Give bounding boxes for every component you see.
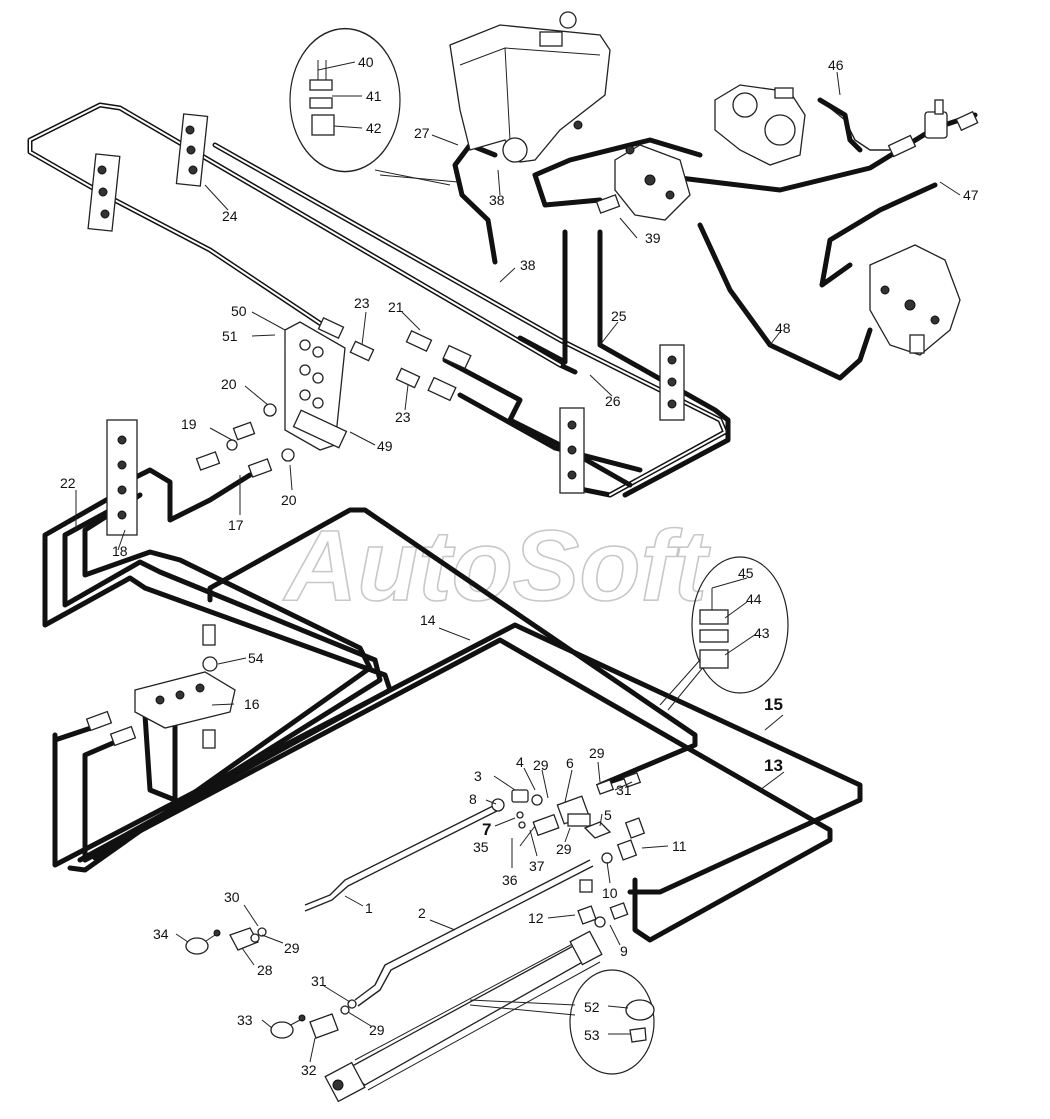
callout-17: 17 xyxy=(228,517,244,533)
callout-36: 36 xyxy=(502,872,518,888)
fittings-17-19-20-21-23 xyxy=(195,317,472,478)
hose-47 xyxy=(677,112,978,288)
clamp-right-2 xyxy=(559,407,585,494)
callout-31a: 31 xyxy=(616,782,632,798)
callout-32: 32 xyxy=(301,1062,317,1078)
callout-43: 43 xyxy=(754,625,770,641)
callout-37: 37 xyxy=(529,858,545,874)
callout-3: 3 xyxy=(474,768,482,784)
callout-49: 49 xyxy=(377,438,393,454)
callout-28: 28 xyxy=(257,962,273,978)
hydraulic-cylinder xyxy=(324,930,603,1103)
tube-1 xyxy=(304,804,498,912)
callout-47: 47 xyxy=(963,187,979,203)
callout-54: 54 xyxy=(248,650,264,666)
callout-53: 53 xyxy=(584,1027,600,1043)
callout-46: 46 xyxy=(828,57,844,73)
control-valve-39 xyxy=(595,144,691,221)
tube-2 xyxy=(354,859,594,1007)
callout-5: 5 xyxy=(604,807,612,823)
callout-44: 44 xyxy=(746,591,762,607)
callout-52: 52 xyxy=(584,999,600,1015)
callout-42: 42 xyxy=(366,120,382,136)
callout-24: 24 xyxy=(222,208,238,224)
inline-valve xyxy=(887,99,979,158)
callout-27: 27 xyxy=(414,125,430,141)
clamp-left xyxy=(106,419,138,536)
callout-26: 26 xyxy=(605,393,621,409)
callout-6: 6 xyxy=(566,755,574,771)
callout-29c: 29 xyxy=(556,841,572,857)
callout-14: 14 xyxy=(420,612,436,628)
callout-21: 21 xyxy=(388,299,404,315)
hydraulic-tank xyxy=(449,11,611,163)
callout-45: 45 xyxy=(738,565,754,581)
callout-39: 39 xyxy=(645,230,661,246)
hose-top-loop xyxy=(532,137,703,208)
callout-34: 34 xyxy=(153,926,169,942)
callout-29a: 29 xyxy=(533,757,549,773)
callout-31b: 31 xyxy=(311,973,327,989)
coupler-31-32-33 xyxy=(270,999,357,1039)
coupler-plate xyxy=(284,321,348,451)
clamp-top-1 xyxy=(175,113,209,187)
hydraulic-pump xyxy=(714,84,806,166)
callout-51: 51 xyxy=(222,328,238,344)
callout-12: 12 xyxy=(528,910,544,926)
callout-48: 48 xyxy=(775,320,791,336)
hose-48 xyxy=(697,222,873,381)
callout-20b: 20 xyxy=(281,492,297,508)
callouts: 40 41 42 27 38 38 39 46 47 48 25 26 24 2… xyxy=(60,54,979,1078)
callout-41: 41 xyxy=(366,88,382,104)
detail-circle-40-42 xyxy=(289,27,459,186)
callout-8: 8 xyxy=(469,791,477,807)
detail-circle-52-53 xyxy=(469,969,655,1075)
callout-19: 19 xyxy=(181,416,197,432)
distribution-block-16 xyxy=(85,624,236,749)
callout-29e: 29 xyxy=(369,1022,385,1038)
pipe-14 xyxy=(207,507,698,788)
callout-29b: 29 xyxy=(589,745,605,761)
pipe-24 xyxy=(27,102,578,375)
pipe-upper-main xyxy=(212,142,728,498)
callout-10: 10 xyxy=(602,885,618,901)
callout-30: 30 xyxy=(224,889,240,905)
callout-23a: 23 xyxy=(354,295,370,311)
callout-25: 25 xyxy=(611,308,627,324)
callout-1: 1 xyxy=(365,900,373,916)
callout-33: 33 xyxy=(237,1012,253,1028)
callout-15: 15 xyxy=(764,695,783,714)
pipe-15 xyxy=(52,622,863,895)
callout-22: 22 xyxy=(60,475,76,491)
pipe-22-18-bundle xyxy=(42,467,393,873)
callout-20a: 20 xyxy=(221,376,237,392)
leader-lines xyxy=(75,61,961,1063)
valve-cluster xyxy=(491,772,646,928)
coupler-28-30-34 xyxy=(185,927,267,955)
callout-16: 16 xyxy=(244,696,260,712)
callout-38b: 38 xyxy=(520,257,536,273)
callout-9: 9 xyxy=(620,943,628,959)
watermark: AutoSoft xyxy=(282,510,711,622)
callout-38a: 38 xyxy=(489,192,505,208)
callout-4: 4 xyxy=(516,754,524,770)
clamp-right-1 xyxy=(659,344,685,421)
callout-7: 7 xyxy=(482,820,491,839)
control-valve-right xyxy=(869,244,961,356)
callout-40: 40 xyxy=(358,54,374,70)
callout-50: 50 xyxy=(231,303,247,319)
clamp-top-2 xyxy=(87,153,121,232)
callout-18: 18 xyxy=(112,543,128,559)
callout-13: 13 xyxy=(764,756,783,775)
detail-circle-43-45 xyxy=(659,556,789,711)
callout-11: 11 xyxy=(672,838,687,854)
callout-2: 2 xyxy=(418,905,426,921)
callout-29d: 29 xyxy=(284,940,300,956)
callout-23b: 23 xyxy=(395,409,411,425)
callout-35: 35 xyxy=(473,839,489,855)
hose-46 xyxy=(817,97,890,153)
pipe-13 xyxy=(82,637,833,943)
